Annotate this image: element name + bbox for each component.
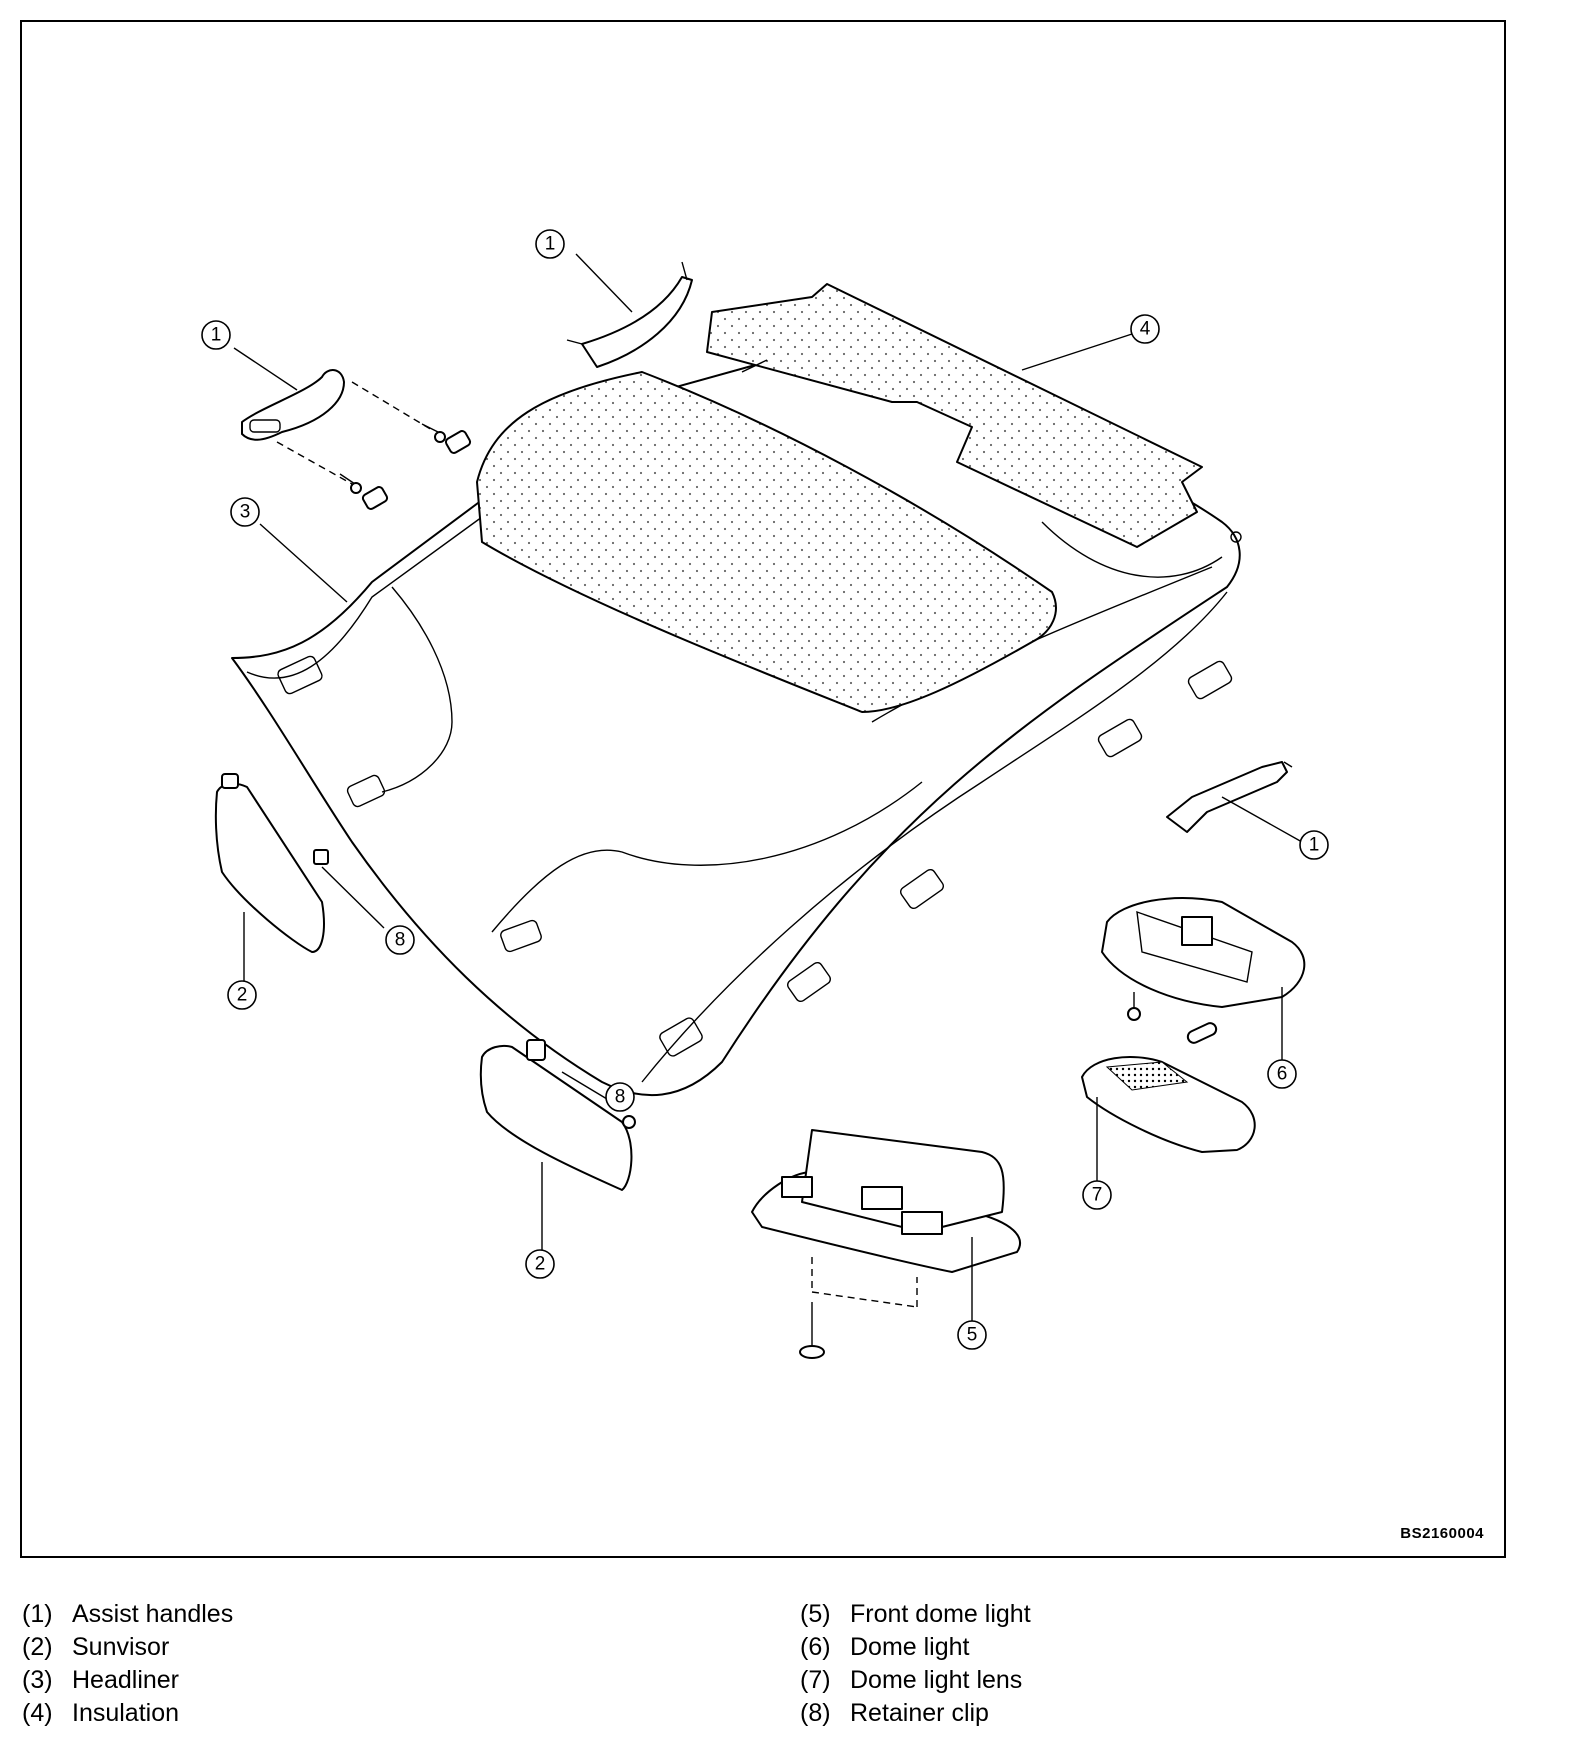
legend-number: (5) bbox=[800, 1600, 831, 1628]
callout-8-left: 8 bbox=[385, 925, 415, 955]
svg-text:2: 2 bbox=[535, 1254, 546, 1275]
svg-text:4: 4 bbox=[1140, 319, 1151, 340]
svg-text:5: 5 bbox=[967, 1325, 978, 1346]
legend-left: (1) Assist handles (2) Sunvisor (3) Headlin… bbox=[22, 1598, 233, 1730]
legend-item: (1) Assist handles bbox=[22, 1598, 233, 1631]
callout-8-right: 8 bbox=[605, 1082, 635, 1112]
legend-number: (7) bbox=[800, 1666, 831, 1694]
sunvisor-right bbox=[479, 1039, 636, 1191]
callout-1-left: 1 bbox=[201, 320, 231, 350]
legend-right: (5) Front dome light (6) Dome light (7) Dom… bbox=[800, 1598, 1031, 1730]
legend-label: Insulation bbox=[72, 1699, 180, 1727]
svg-text:7: 7 bbox=[1092, 1185, 1103, 1206]
callout-4: 4 bbox=[1130, 314, 1160, 344]
callout-6: 6 bbox=[1267, 1059, 1297, 1089]
svg-text:1: 1 bbox=[211, 325, 222, 346]
figure-code: BS2160004 bbox=[1400, 1525, 1484, 1542]
dome-light-lens bbox=[1081, 1056, 1256, 1153]
insulation bbox=[706, 283, 1203, 548]
exploded-diagram: 1 1 1 4 3 2 8 8 2 6 7 5 bbox=[201, 229, 1329, 1359]
legend-label: Retainer clip bbox=[850, 1699, 989, 1727]
legend-number: (4) bbox=[22, 1699, 53, 1727]
sunvisor-left bbox=[214, 773, 329, 953]
callout-5: 5 bbox=[957, 1320, 987, 1350]
leader-lines bbox=[233, 253, 1303, 1322]
legend-item: (5) Front dome light bbox=[800, 1598, 1031, 1631]
legend-label: Sunvisor bbox=[72, 1633, 170, 1661]
legend-label: Dome light lens bbox=[850, 1666, 1023, 1694]
legend-number: (8) bbox=[800, 1699, 831, 1727]
diagram-frame: 1 1 1 4 3 2 8 8 2 6 7 5 bbox=[20, 20, 1506, 1558]
legend-number: (2) bbox=[22, 1633, 53, 1661]
legend-item: (6) Dome light bbox=[800, 1631, 1031, 1664]
dome-light bbox=[1101, 897, 1306, 1044]
legend-label: Assist handles bbox=[72, 1600, 234, 1628]
callout-7: 7 bbox=[1082, 1180, 1112, 1210]
svg-text:8: 8 bbox=[395, 930, 406, 951]
legend-item: (3) Headliner bbox=[22, 1664, 233, 1697]
legend-number: (3) bbox=[22, 1666, 53, 1694]
legend-item: (2) Sunvisor bbox=[22, 1631, 233, 1664]
svg-text:6: 6 bbox=[1277, 1064, 1288, 1085]
callout-2-right: 2 bbox=[525, 1249, 555, 1279]
callout-2-left: 2 bbox=[227, 980, 257, 1010]
svg-text:1: 1 bbox=[1309, 835, 1320, 856]
callout-1-right: 1 bbox=[1299, 830, 1329, 860]
legend-item: (7) Dome light lens bbox=[800, 1664, 1031, 1697]
assist-handle-top bbox=[566, 261, 693, 368]
assist-handle-left bbox=[241, 369, 472, 510]
legend-item: (4) Insulation bbox=[22, 1697, 233, 1730]
legend-label: Headliner bbox=[72, 1666, 180, 1694]
front-dome-light bbox=[751, 1129, 1021, 1359]
legend-number: (1) bbox=[22, 1600, 53, 1628]
svg-text:3: 3 bbox=[240, 502, 251, 523]
legend-number: (6) bbox=[800, 1633, 831, 1661]
svg-text:8: 8 bbox=[615, 1087, 626, 1108]
center-insulation-pad bbox=[476, 371, 1057, 713]
svg-text:1: 1 bbox=[545, 234, 556, 255]
legend-label: Dome light bbox=[850, 1633, 970, 1661]
callout-3: 3 bbox=[230, 497, 260, 527]
svg-text:2: 2 bbox=[237, 985, 248, 1006]
legend-item: (8) Retainer clip bbox=[800, 1697, 1031, 1730]
callout-1-top: 1 bbox=[535, 229, 565, 259]
assist-handle-right bbox=[1166, 761, 1293, 833]
legend-label: Front dome light bbox=[850, 1600, 1031, 1628]
